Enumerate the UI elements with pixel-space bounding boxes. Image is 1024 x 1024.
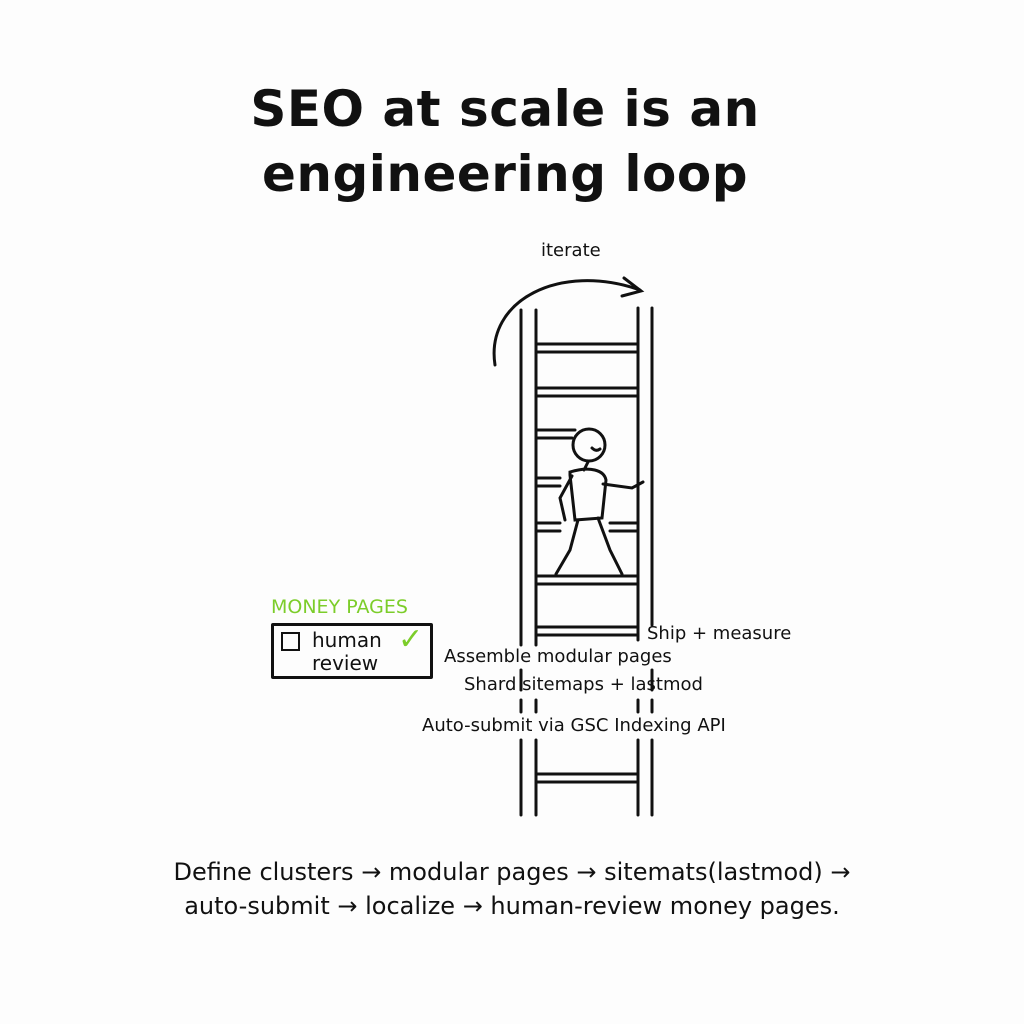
step-auto-submit: Auto-submit via GSC Indexing API bbox=[422, 715, 726, 736]
title-line-1: SEO at scale is an bbox=[250, 80, 760, 138]
money-pages-heading: MONEY PAGES bbox=[271, 596, 408, 618]
money-pages-box: human review ✓ bbox=[271, 622, 433, 679]
ladder-left-rail bbox=[519, 308, 538, 817]
step-assemble-pages: Assemble modular pages bbox=[444, 646, 672, 667]
iterate-label: iterate bbox=[541, 240, 601, 261]
human-review-label-1: human bbox=[312, 628, 382, 652]
human-review-checkbox[interactable] bbox=[281, 632, 300, 651]
iterate-arrow bbox=[492, 279, 642, 367]
arrowhead-icon bbox=[620, 276, 645, 298]
title-line-2: engineering loop bbox=[261, 145, 749, 203]
caption-line-1: Define clusters → modular pages → sitema… bbox=[173, 858, 851, 886]
checkmark-icon: ✓ bbox=[398, 622, 424, 657]
step-ship-measure: Ship + measure bbox=[647, 623, 792, 644]
caption-line-2: auto-submit → localize → human-review mo… bbox=[184, 892, 840, 920]
human-review-label-2: review bbox=[312, 651, 379, 675]
climbing-person-icon bbox=[554, 427, 645, 576]
ladder-right-rail bbox=[636, 306, 654, 817]
ladder-rungs bbox=[534, 342, 640, 784]
step-shard-sitemaps: Shard sitemaps + lastmod bbox=[464, 674, 703, 695]
